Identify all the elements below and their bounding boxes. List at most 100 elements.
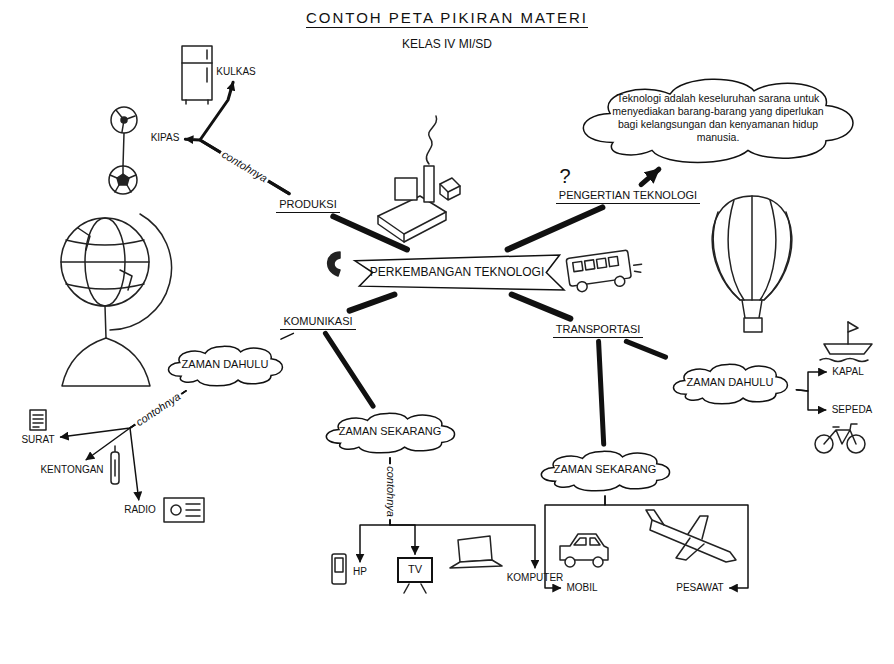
- example-item: MOBIL: [563, 581, 600, 596]
- bus-icon: [634, 264, 643, 273]
- central-banner: PERKEMBANGAN TEKNOLOGI: [346, 253, 569, 292]
- car-icon: [593, 557, 603, 567]
- machine-illustration: [395, 178, 417, 200]
- fan-icon: [111, 107, 137, 166]
- fan-icon: [121, 117, 127, 123]
- kentongan-icon: [111, 446, 119, 484]
- connector: [508, 207, 603, 249]
- fridge-icon: [182, 62, 212, 64]
- radio-icon: [186, 504, 200, 516]
- node-text: KOMPUTER: [507, 572, 564, 585]
- machine-illustration: [426, 116, 436, 164]
- node-text: ZAMAN DAHULU: [182, 358, 269, 372]
- node-text: PESAWAT: [676, 582, 723, 595]
- node-text: KULKAS: [216, 66, 255, 79]
- connector: [641, 169, 659, 184]
- cloud-outline: [541, 451, 669, 490]
- connector: [325, 333, 373, 406]
- bus-icon: [566, 248, 644, 293]
- era-cloud: ZAMAN DAHULU: [667, 360, 794, 406]
- airplane-icon: [646, 510, 736, 562]
- globe: [105, 306, 106, 338]
- edge-label: contohnya: [383, 464, 396, 519]
- cloud-outline: [583, 79, 853, 162]
- kentongan-icon: [114, 446, 116, 452]
- ship-icon: [847, 322, 849, 344]
- edge-label: contohnya: [132, 389, 185, 430]
- example-item: KENTONGAN: [37, 463, 106, 478]
- node-text: SEPEDA: [832, 404, 873, 417]
- class-subtitle: KELAS IV MI/SD: [402, 37, 492, 51]
- fan-icon: [123, 133, 124, 166]
- airplane-icon: [676, 516, 708, 560]
- banner-outline: [355, 254, 564, 289]
- ship-icon: [820, 322, 872, 362]
- node-text: ZAMAN SEKARANG: [339, 425, 442, 439]
- hot-air-balloon: [742, 300, 762, 318]
- kentongan-icon: [114, 460, 116, 476]
- connector: [626, 341, 665, 357]
- example-item: HP: [350, 565, 370, 580]
- example-item: KIPAS: [148, 131, 183, 146]
- machine-illustration: [378, 196, 446, 234]
- globe: [61, 214, 172, 386]
- bus-icon: [596, 258, 606, 268]
- illustration-group: [30, 46, 872, 593]
- letter-icon: [30, 410, 46, 430]
- car-icon: [560, 534, 608, 560]
- machine-illustration: [440, 184, 460, 200]
- airplane-icon: [646, 510, 664, 525]
- hot-air-balloon: [744, 318, 762, 332]
- machine-illustration: [378, 116, 460, 242]
- kentongan-icon: [111, 452, 119, 484]
- example-item: KULKAS: [213, 65, 258, 80]
- cloud-outline: [326, 413, 454, 452]
- ball-icon: [110, 166, 136, 192]
- connector: [350, 295, 395, 311]
- edge-label: contohnya: [218, 147, 272, 187]
- radio-icon: [164, 498, 204, 522]
- laptop-icon: [458, 536, 492, 562]
- machine-illustration: [424, 166, 434, 202]
- globe: [66, 240, 144, 289]
- ball-icon: [117, 174, 129, 185]
- node-text: PENGERTIAN TEKNOLOGI: [559, 189, 697, 203]
- connector: [605, 496, 748, 588]
- letter-icon: [30, 410, 46, 430]
- era-cloud: ZAMAN DAHULU: [162, 342, 289, 388]
- globe: [62, 338, 150, 386]
- example-item: SEPEDA: [829, 403, 876, 418]
- mobile-phone-icon: [332, 554, 346, 584]
- radio-icon: [164, 498, 204, 522]
- fridge-icon: [206, 50, 208, 59]
- hot-air-balloon: [712, 196, 792, 332]
- machine-illustration: [440, 178, 460, 192]
- question-mark: ?: [559, 164, 570, 188]
- definition-cloud: Teknologi adalah keseluruhan sarana untu…: [568, 70, 868, 167]
- node-text: MOBIL: [566, 582, 597, 595]
- tv-screen: TV: [397, 557, 433, 583]
- node-text: TRANSPORTASI: [556, 323, 641, 337]
- cloud-outline: [673, 364, 787, 403]
- connector: [390, 458, 535, 568]
- hot-air-balloon: [712, 196, 792, 300]
- node-text: PERKEMBANGAN TEKNOLOGI: [370, 265, 545, 280]
- fan-icon: [111, 107, 137, 133]
- car-icon: [560, 534, 608, 567]
- globe: [78, 228, 132, 290]
- fridge-icon: [206, 68, 208, 82]
- phone-icon: [328, 252, 340, 276]
- globe: [61, 218, 149, 306]
- node-text: KAPAL: [832, 366, 864, 379]
- title: CONTOH PETA PIKIRAN MATERI: [306, 9, 588, 28]
- ball-icon: [109, 166, 137, 194]
- node-text: ZAMAN DAHULU: [687, 376, 774, 390]
- bus-icon: [608, 256, 618, 266]
- node-text: PRODUKSI: [279, 198, 336, 212]
- example-item: RADIO: [121, 503, 159, 518]
- bus-icon: [614, 276, 625, 287]
- globe: [61, 261, 149, 263]
- connector: [200, 82, 289, 193]
- bicycle-icon: [824, 424, 857, 444]
- branch-label: PENGERTIAN TEKNOLOGI: [556, 188, 700, 205]
